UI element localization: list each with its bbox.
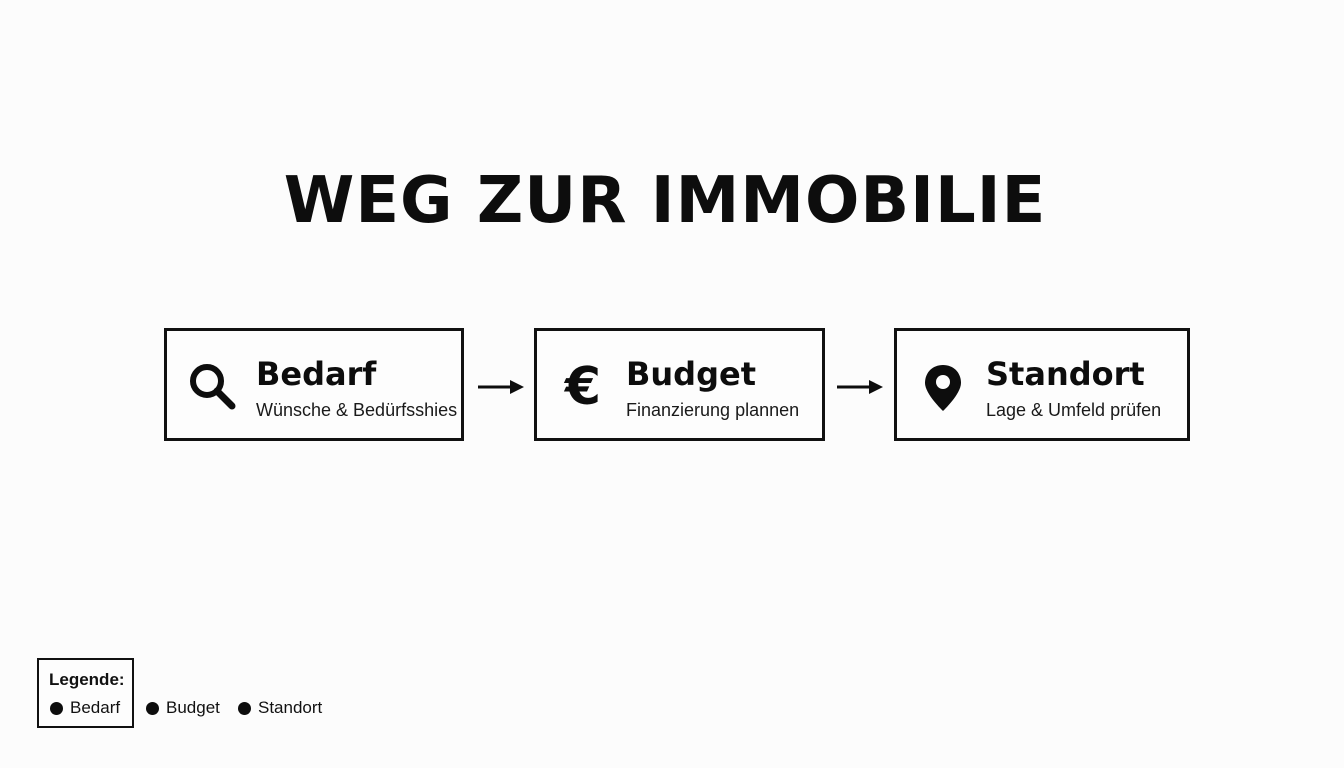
bullet-icon [146, 701, 159, 715]
legend-item-bedarf: Bedarf [50, 697, 120, 719]
search-icon [187, 361, 239, 413]
arrow-right-icon [837, 380, 883, 394]
bullet-icon [50, 701, 63, 715]
diagram-title: WEG ZUR IMMOBILIE [283, 164, 1047, 238]
euro-icon: € [557, 361, 609, 413]
legend-item-label: Standort [258, 698, 323, 717]
step-title: Standort [986, 355, 1145, 393]
legend-title: Legende: [49, 670, 125, 689]
legend: Legende: [37, 658, 134, 728]
legend-item-label: Bedarf [70, 698, 121, 717]
step-bedarf: Bedarf Wünsche & Bedürfsshies [164, 328, 464, 441]
step-title: Bedarf [256, 355, 377, 393]
step-title: Budget [626, 355, 756, 393]
legend-item-label: Budget [166, 698, 220, 717]
euro-glyph: € [564, 357, 602, 417]
step-subtitle: Lage & Umfeld prüfen [986, 400, 1162, 420]
step-subtitle: Wünsche & Bedürfsshies [256, 400, 458, 420]
map-pin-icon [917, 361, 969, 413]
legend-item-standort: Standort [238, 697, 322, 719]
bullet-icon [238, 701, 251, 715]
step-standort: Standort Lage & Umfeld prüfen [894, 328, 1190, 441]
step-budget: € Budget Finanzierung plannen [534, 328, 825, 441]
legend-item-budget: Budget [146, 697, 220, 719]
step-subtitle: Finanzierung plannen [626, 400, 800, 420]
arrow-right-icon [478, 380, 524, 394]
